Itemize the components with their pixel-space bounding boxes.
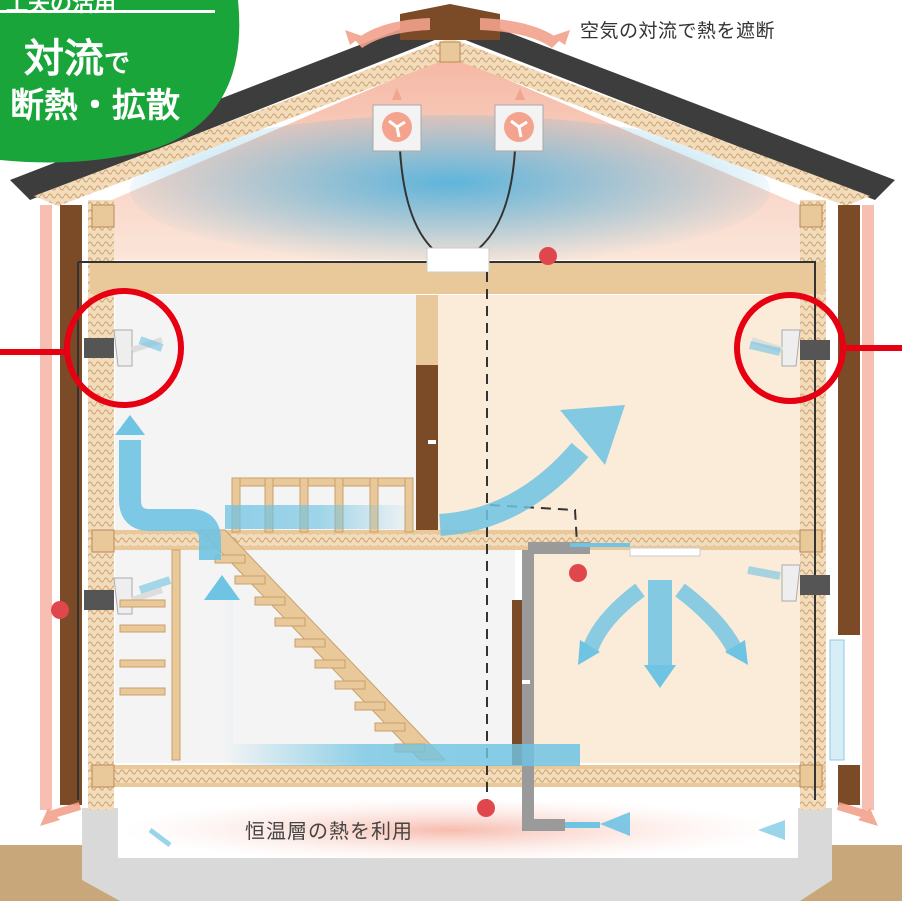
fan-icon <box>494 104 544 152</box>
duct-line <box>77 261 816 800</box>
ground-pipe <box>522 550 565 831</box>
sensor-dot-icon <box>51 247 587 817</box>
badge-title-main: 対流 <box>24 36 104 82</box>
badge-title: 対流で <box>24 26 130 84</box>
badge-title-suffix: で <box>104 49 131 79</box>
cool-air-flows <box>115 336 785 847</box>
interior-lower-left <box>115 548 515 763</box>
second-floor <box>90 530 825 550</box>
roof-right <box>450 10 895 200</box>
highlight-ring-right <box>734 292 902 404</box>
roof-convection-label: 空気の対流で熱を遮断 <box>580 20 776 42</box>
ground-warm-layer <box>120 798 780 862</box>
door-upper <box>416 365 438 530</box>
badge-subtitle: 断熱・拡散 <box>10 86 180 126</box>
badge: 工夫の活用 対流で 断熱・拡散 <box>0 0 240 160</box>
warm-air-wall-right <box>862 205 874 810</box>
warm-air-wall-left <box>40 205 52 810</box>
fan-icon <box>372 104 422 152</box>
highlight-ring-left <box>0 288 184 408</box>
control-unit <box>426 247 490 273</box>
wall-siding-right <box>838 205 860 635</box>
attic-cool-air <box>130 115 770 265</box>
door-icon <box>428 440 530 684</box>
badge-bg <box>0 0 240 163</box>
ground-floor <box>90 765 825 787</box>
ground-heat-label: 恒温層の熱を利用 <box>245 819 413 843</box>
vent-icon <box>781 564 830 602</box>
badge-partial-heading: 工夫の活用 <box>6 0 117 17</box>
